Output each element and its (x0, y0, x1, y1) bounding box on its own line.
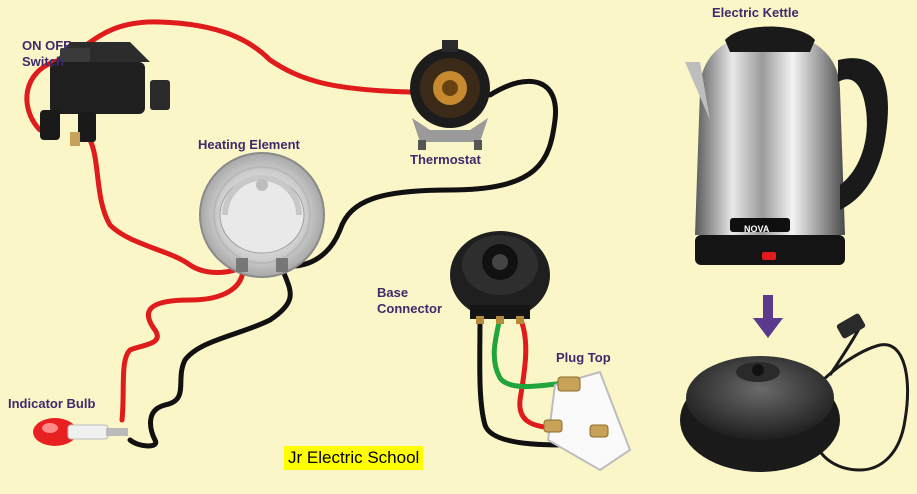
red-wire-heater-to-bulb (119, 262, 246, 423)
red-wire-switch-to-thermostat (24, 19, 413, 133)
black-wire-heater-to-bulb (127, 265, 293, 449)
indicator-bulb-device (33, 418, 128, 446)
red-wire-connector-to-plug (517, 315, 563, 431)
base-connector-label-line2: Connector (377, 301, 442, 316)
kettle-brand-label: NOVA (744, 224, 770, 234)
on-off-switch-label: ON OFF Switch (22, 38, 71, 70)
base-connector-label-line1: Base (377, 285, 409, 300)
watermark-label: Jr Electric School (284, 446, 424, 470)
kettle-base-device (680, 313, 910, 472)
thermostat-device (410, 40, 490, 150)
base-connector-device (450, 231, 550, 324)
plug-top-label: Plug Top (556, 350, 611, 365)
black-wire-thermostat-to-heater (282, 78, 559, 269)
base-connector-label: Base Connector (377, 285, 442, 317)
green-wire-connector-to-plug (491, 315, 568, 390)
heating-element-label: Heating Element (198, 137, 300, 152)
electric-kettle-label: Electric Kettle (712, 5, 799, 20)
plug-top-device (543, 370, 632, 472)
on-off-switch-label-line2: Switch (22, 54, 64, 69)
red-wire-switch-to-heater (87, 137, 248, 275)
thermostat-label: Thermostat (410, 152, 481, 167)
down-arrow-icon (753, 295, 783, 338)
on-off-switch-label-line1: ON OFF (22, 38, 72, 53)
on-off-switch-device (40, 42, 170, 146)
live-wires (24, 19, 563, 431)
indicator-bulb-label: Indicator Bulb (8, 396, 96, 411)
kettle-device (685, 26, 888, 265)
heating-element-device (199, 152, 325, 278)
